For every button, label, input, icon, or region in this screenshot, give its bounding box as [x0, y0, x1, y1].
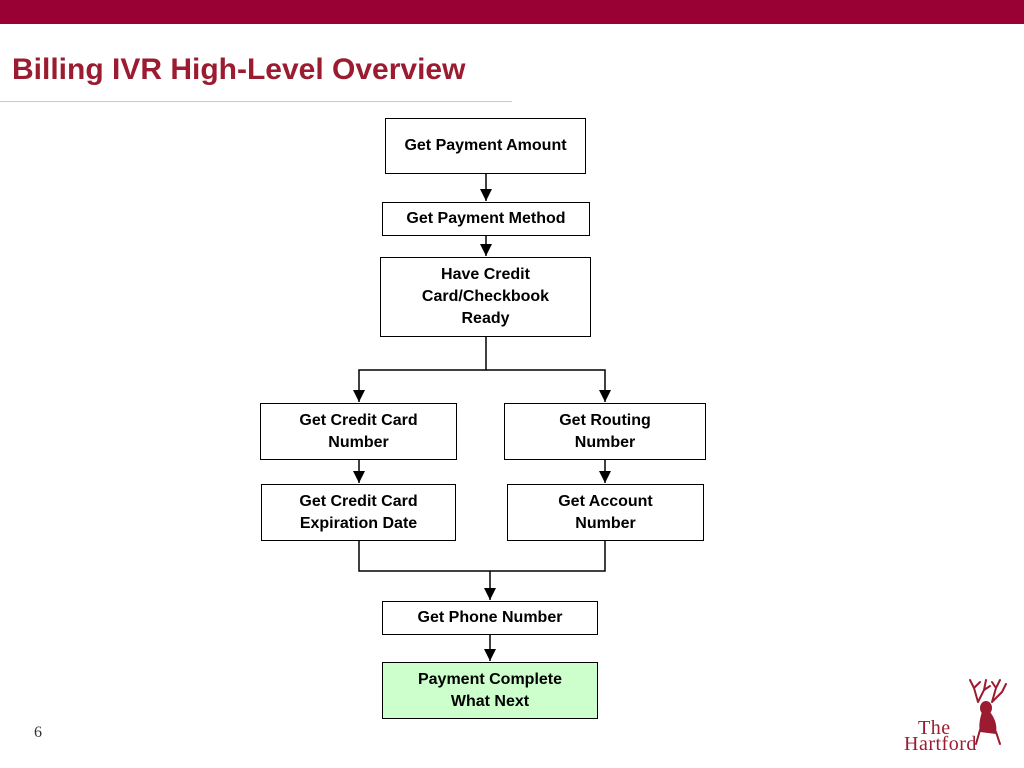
node-get-phone-number: Get Phone Number: [382, 601, 598, 635]
edge-ready-to-routing: [486, 369, 611, 402]
page-number: 6: [34, 724, 42, 741]
node-get-credit-card-number: Get Credit Card Number: [260, 403, 457, 460]
edge-ready-split: [353, 337, 487, 402]
top-brand-band: [0, 0, 1024, 24]
edge-merge: [358, 541, 606, 572]
node-payment-complete: Payment Complete What Next: [382, 662, 598, 719]
logo-text-hartford: Hartford: [904, 733, 977, 755]
node-get-account-number: Get Account Number: [507, 484, 704, 541]
node-get-routing-number: Get Routing Number: [504, 403, 706, 460]
node-get-payment-method: Get Payment Method: [382, 202, 590, 236]
node-get-payment-amount: Get Payment Amount: [385, 118, 586, 174]
title-underline: [0, 101, 512, 102]
stag-logo-icon: [969, 679, 1007, 745]
slide-title: Billing IVR High-Level Overview: [12, 53, 466, 86]
node-get-card-expiration: Get Credit Card Expiration Date: [261, 484, 456, 541]
node-have-card-ready: Have Credit Card/Checkbook Ready: [380, 257, 591, 337]
logo-text-the: The: [918, 717, 951, 739]
